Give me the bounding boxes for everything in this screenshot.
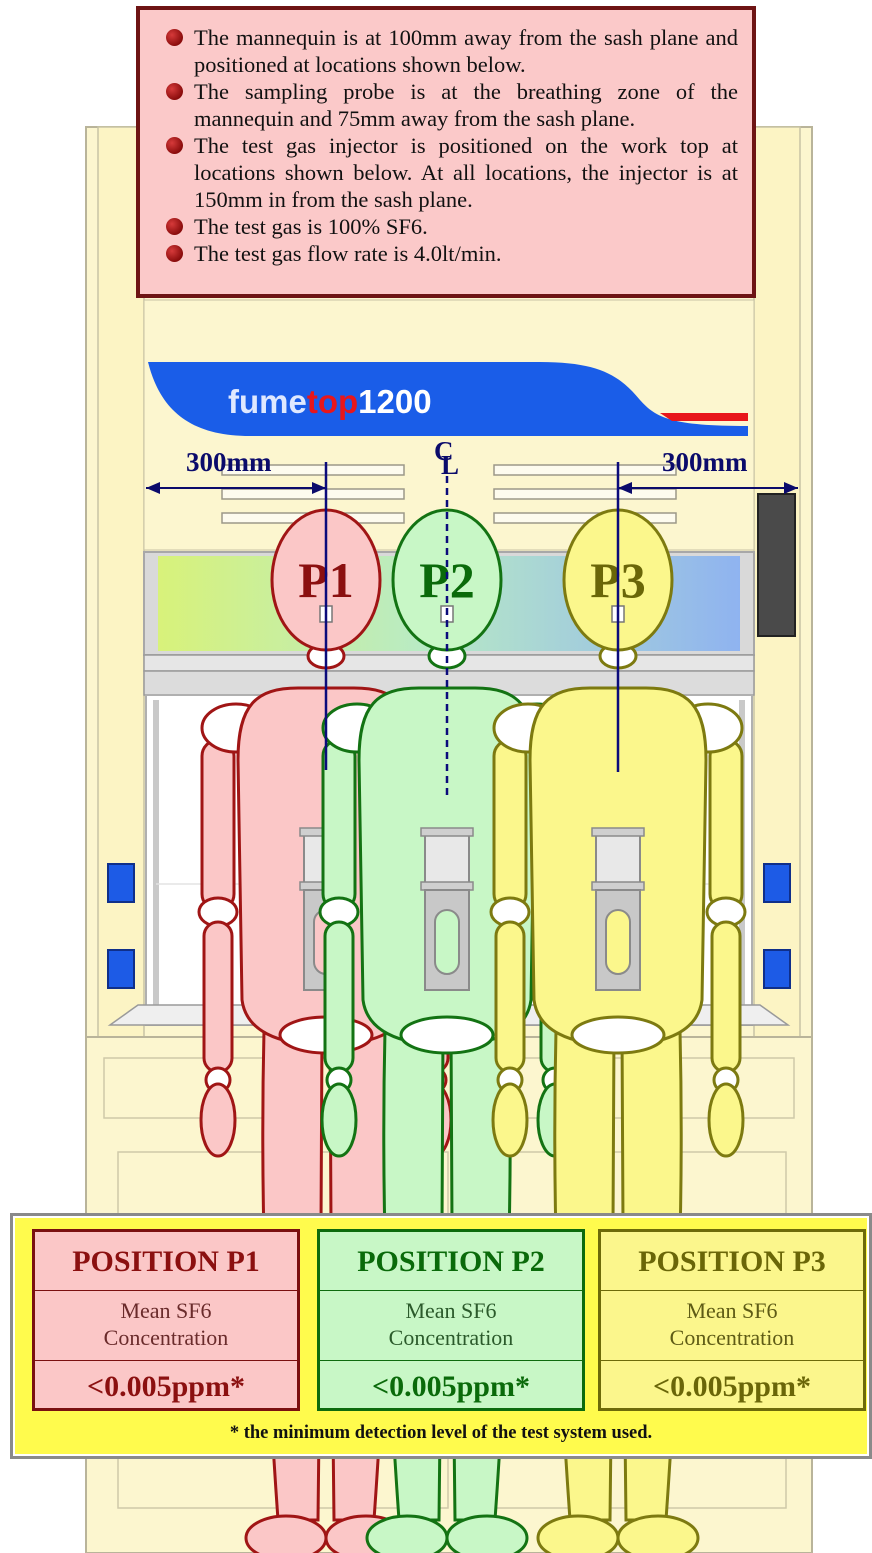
results-panel: POSITION P1 Mean SF6 Concentration <0.00…: [10, 1213, 872, 1459]
dimension-left: 300mm: [146, 447, 326, 494]
result-card-p3: POSITION P3 Mean SF6 Concentration <0.00…: [598, 1229, 866, 1411]
centerline-l: L: [441, 450, 459, 480]
result-measure-label: Mean SF6 Concentration: [35, 1291, 297, 1361]
note-item: The sampling probe is at the breathing z…: [160, 78, 738, 132]
dimension-left-label: 300mm: [186, 447, 272, 477]
mannequin-forearm: [710, 920, 742, 1074]
probe-holder-band: [420, 881, 474, 891]
bullet-icon: [166, 83, 183, 100]
mannequin-upper-arm: [200, 738, 236, 912]
result-value: <0.005ppm*: [87, 1370, 245, 1403]
mannequin-foot: [445, 1514, 529, 1553]
injector-window: [434, 909, 460, 975]
side-switch-left-bottom: [107, 949, 135, 989]
result-value: <0.005ppm*: [372, 1370, 530, 1403]
mannequin-hand: [320, 1082, 358, 1158]
bullet-icon: [166, 137, 183, 154]
dimension-right-label: 300mm: [662, 447, 748, 477]
mannequin-foot: [536, 1514, 620, 1553]
mannequin-forearm: [323, 920, 355, 1074]
probe-holder-band: [591, 881, 645, 891]
mannequin-hand: [491, 1082, 529, 1158]
mannequin-upper-arm: [708, 738, 744, 912]
result-card-p2: POSITION P2 Mean SF6 Concentration <0.00…: [317, 1229, 585, 1411]
bullet-icon: [166, 29, 183, 46]
mannequin-foot: [244, 1514, 328, 1553]
side-switch-left-top: [107, 863, 135, 903]
fumetop-logo: fumetop1200: [148, 362, 748, 436]
control-panel: [757, 493, 796, 637]
probe-holder: [595, 832, 641, 889]
centerline-c: C: [434, 436, 454, 466]
note-item: The test gas is 100% SF6.: [160, 213, 738, 240]
probe-holder: [424, 832, 470, 889]
probe-holder-cap: [420, 827, 474, 837]
mannequin-hand: [707, 1082, 745, 1158]
note-item: The test gas flow rate is 4.0lt/min.: [160, 240, 738, 267]
result-card-p1: POSITION P1 Mean SF6 Concentration <0.00…: [32, 1229, 300, 1411]
mannequin-foot: [365, 1514, 449, 1553]
svg-text:fumetop1200: fumetop1200: [228, 383, 432, 420]
side-switch-right-top: [763, 863, 791, 903]
mannequin-upper-arm: [492, 738, 528, 912]
probe-lines: [324, 462, 620, 795]
logo-text-fume: fume: [228, 383, 307, 420]
mannequin-foot: [616, 1514, 700, 1553]
result-heading: POSITION P1: [35, 1232, 297, 1291]
mannequin-forearm: [494, 920, 526, 1074]
result-value: <0.005ppm*: [653, 1370, 811, 1403]
injector-window: [605, 909, 631, 975]
centerline-symbol: C L: [434, 436, 459, 480]
note-item: The test gas injector is positioned on t…: [160, 132, 738, 213]
probe-holder-cap: [591, 827, 645, 837]
dimension-right: 300mm: [618, 447, 798, 494]
test-notes-box: The mannequin is at 100mm away from the …: [136, 6, 756, 298]
mannequin-forearm: [202, 920, 234, 1074]
mannequin-hip: [570, 1015, 666, 1055]
notes-list: The mannequin is at 100mm away from the …: [160, 24, 738, 267]
result-heading: POSITION P3: [601, 1232, 863, 1291]
logo-text-model: 1200: [358, 383, 431, 420]
side-switch-right-bottom: [763, 949, 791, 989]
result-measure-label: Mean SF6 Concentration: [320, 1291, 582, 1361]
bullet-icon: [166, 245, 183, 262]
mannequin-upper-arm: [321, 738, 357, 912]
logo-text-top: top: [307, 383, 358, 420]
mannequin-hip: [399, 1015, 495, 1055]
footnote: * the minimum detection level of the tes…: [229, 1423, 653, 1443]
result-measure-label: Mean SF6 Concentration: [601, 1291, 863, 1361]
bullet-icon: [166, 218, 183, 235]
result-heading: POSITION P2: [320, 1232, 582, 1291]
mannequin-hand: [199, 1082, 237, 1158]
note-item: The mannequin is at 100mm away from the …: [160, 24, 738, 78]
